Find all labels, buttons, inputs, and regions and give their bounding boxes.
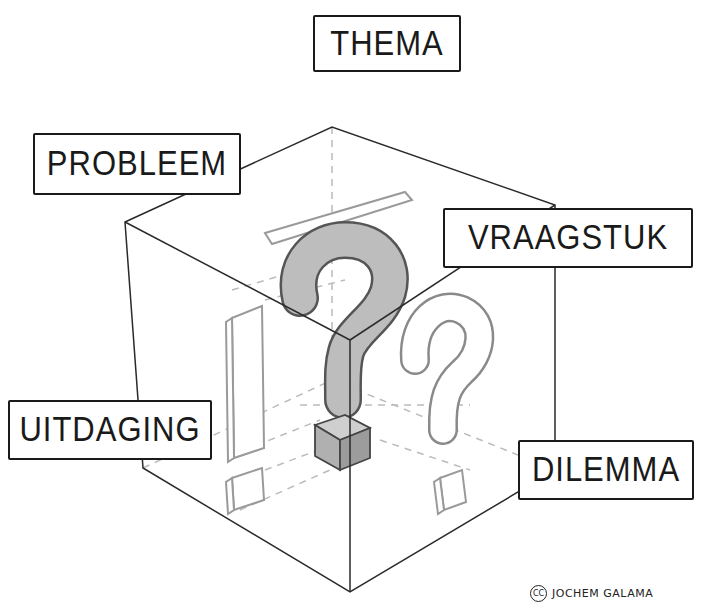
box-label: THEMA: [330, 23, 444, 63]
license-badge: CC: [530, 585, 547, 602]
box-label: UITDAGING: [19, 410, 200, 450]
cube-edges: [125, 127, 555, 592]
author-credit: JOCHEM GALAMA: [552, 587, 653, 600]
exclamation-mark: [226, 306, 264, 514]
box-label: VRAAGSTUK: [468, 218, 668, 258]
question-dot-filled: [315, 415, 370, 470]
question-box: VRAAGSTUK: [443, 208, 693, 268]
box-label: PROBLEEM: [47, 144, 227, 184]
problem-box: PROBLEEM: [33, 133, 241, 195]
box-label: DILEMMA: [532, 450, 680, 490]
challenge-box: UITDAGING: [8, 400, 212, 460]
question-dot-outline: [434, 470, 466, 514]
question-mark-outline: [415, 307, 480, 430]
theme-box: THEMA: [313, 15, 461, 72]
dilemma-box: DILEMMA: [518, 440, 694, 500]
credit-line: CC JOCHEM GALAMA: [530, 585, 653, 602]
